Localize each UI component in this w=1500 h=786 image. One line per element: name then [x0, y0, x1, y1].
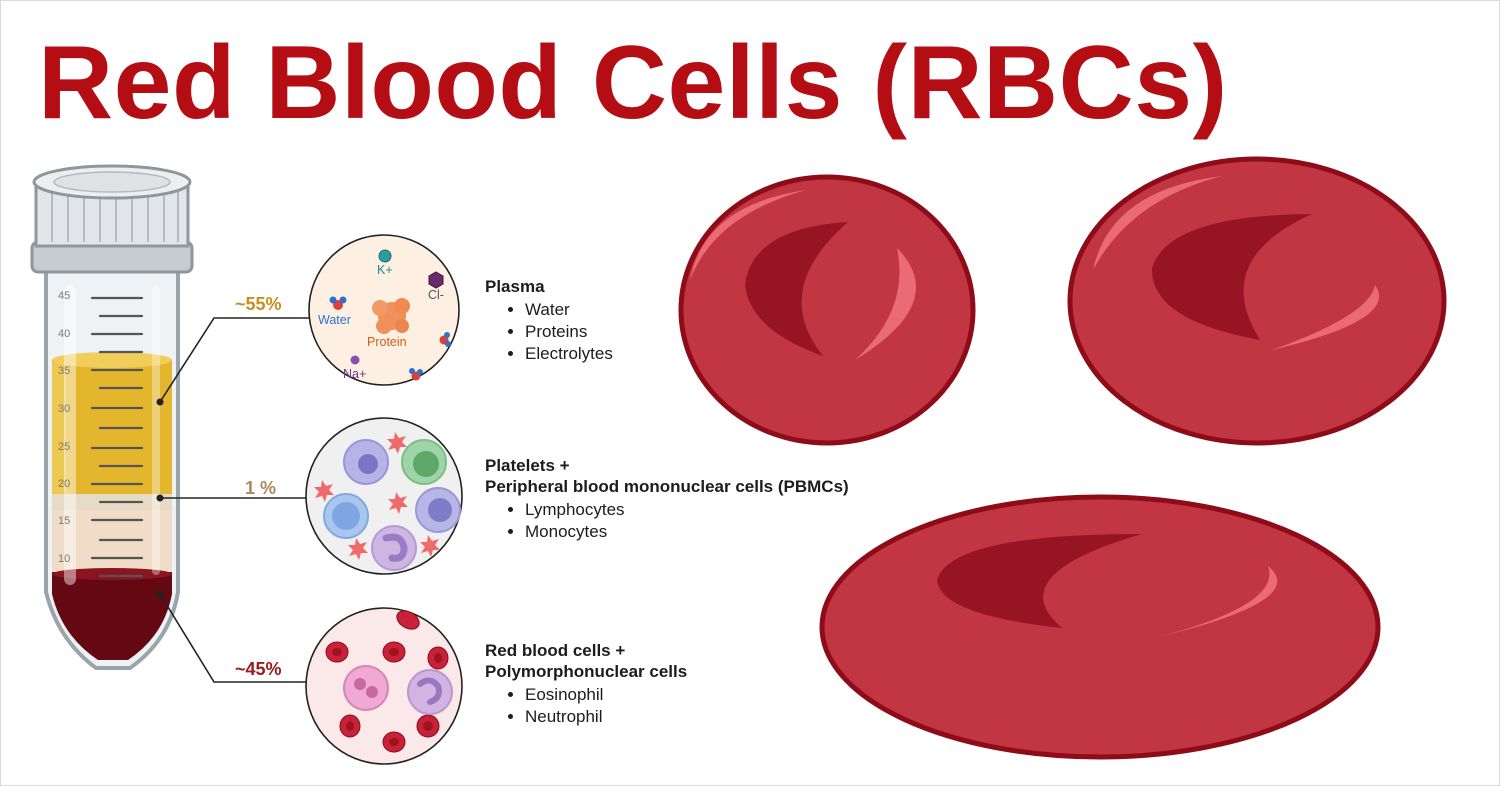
list-item: Neutrophil [525, 706, 687, 728]
rbc-layer [52, 568, 172, 660]
sodium-label: Na+ [343, 367, 366, 381]
tube-tick-label: 10 [58, 553, 70, 565]
water-molecule-icon [439, 332, 451, 347]
tube-tick-label: 25 [58, 441, 70, 453]
rbc-description: Red blood cells + Polymorphonuclear cell… [485, 640, 687, 728]
tube-tick-label: 15 [58, 515, 70, 527]
list-item: Lymphocytes [525, 499, 849, 521]
rbc-percentage: ~45% [235, 659, 282, 679]
rbc-heading-line-2: Polymorphonuclear cells [485, 662, 688, 681]
tube-tick-label: 45 [58, 290, 70, 302]
buffy-marker [156, 494, 164, 502]
pbmc-description: Platelets + Peripheral blood mononuclear… [485, 455, 849, 543]
list-item: Electrolytes [525, 343, 613, 365]
tube-cap [30, 164, 194, 274]
plasma-heading: Plasma [485, 277, 545, 296]
protein-icon [372, 298, 410, 334]
plasma-marker [156, 398, 164, 406]
plasma-zoom-circle: K+ Cl- Water Protein Na+ [308, 234, 460, 386]
list-item: Water [525, 299, 613, 321]
plasma-description: Plasma Water Proteins Electrolytes [485, 276, 613, 365]
rbc-heading-line-1: Red blood cells + [485, 641, 626, 660]
tube-tick-label: 40 [58, 328, 70, 340]
list-item: Eosinophil [525, 684, 687, 706]
red-blood-cell-bottom [819, 494, 1381, 760]
pbmc-zoom-circle [305, 417, 463, 575]
tube-tick-label: 35 [58, 365, 70, 377]
page-title: Red Blood Cells (RBCs) [38, 25, 1228, 141]
protein-label: Protein [367, 335, 407, 349]
list-item: Monocytes [525, 521, 849, 543]
rbc-zoom-circle [305, 607, 463, 765]
water-molecule-icon [409, 368, 423, 381]
tube-tick-label: 30 [58, 403, 70, 415]
red-blood-cell-top-right [1067, 156, 1447, 446]
pbmc-heading-line-2: Peripheral blood mononuclear cells (PBMC… [485, 477, 849, 496]
centrifuge-tube: 45 40 35 30 25 20 15 10 [30, 164, 194, 670]
pbmc-heading-line-1: Platelets + [485, 456, 570, 475]
red-blood-cell-top-left [678, 174, 976, 446]
water-label: Water [318, 313, 351, 327]
rbc-list: Eosinophil Neutrophil [485, 684, 687, 728]
pbmc-list: Lymphocytes Monocytes [485, 499, 849, 543]
pbmc-percentage: 1 % [245, 478, 277, 498]
tube-tick-label: 20 [58, 478, 70, 490]
list-item: Proteins [525, 321, 613, 343]
chloride-label: Cl- [428, 288, 444, 302]
plasma-percentage: ~55% [235, 294, 282, 314]
connector-lines [159, 317, 310, 683]
plasma-list: Water Proteins Electrolytes [485, 299, 613, 365]
water-molecule-icon [329, 296, 347, 310]
potassium-label: K+ [377, 263, 393, 277]
sodium-icon [350, 355, 360, 365]
rbc-marker [156, 590, 164, 598]
